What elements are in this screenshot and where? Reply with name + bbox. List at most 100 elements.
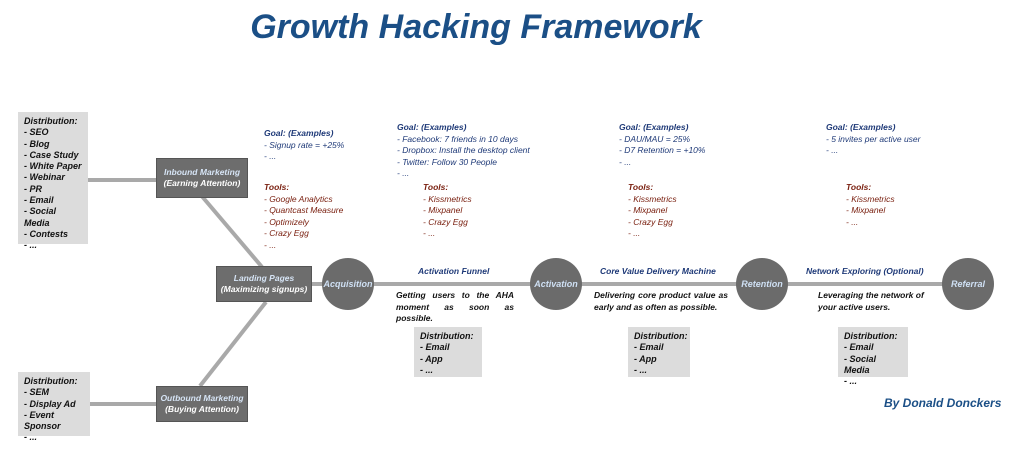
outbound-distribution-box: Distribution: - SEM - Display Ad - Event… bbox=[18, 372, 90, 442]
outbound-marketing-title: Outbound Marketing bbox=[160, 393, 244, 403]
stage-retention: Retention bbox=[736, 258, 788, 310]
retention-goal: Goal: (Examples) - DAU/MAU = 25% - D7 Re… bbox=[619, 122, 705, 168]
activation-tools: Tools: - Kissmetrics - Mixpanel - Crazy … bbox=[423, 182, 472, 240]
goal-heading: Goal: (Examples) bbox=[264, 128, 334, 138]
list-item: - Optimizely bbox=[264, 216, 309, 227]
core-value-label: Core Value Delivery Machine bbox=[600, 266, 716, 276]
tools-heading: Tools: bbox=[264, 182, 290, 192]
list-item: - White Paper bbox=[24, 161, 82, 172]
activation-funnel-label: Activation Funnel bbox=[418, 266, 490, 276]
tools-heading: Tools: bbox=[423, 182, 449, 192]
acquisition-goal: Goal: (Examples) - Signup rate = +25% - … bbox=[264, 128, 344, 163]
list-item: - Kissmetrics bbox=[628, 193, 677, 204]
network-exploring-description: Leveraging the network of your active us… bbox=[818, 290, 924, 312]
retention-tools: Tools: - Kissmetrics - Mixpanel - Crazy … bbox=[628, 182, 677, 240]
distribution-heading: Distribution: bbox=[634, 331, 688, 341]
inbound-distribution-box: Distribution: - SEO - Blog - Case Study … bbox=[18, 112, 88, 250]
list-item: - Event Sponsor bbox=[24, 409, 61, 432]
list-item: - Crazy Egg bbox=[423, 216, 468, 227]
list-item: - Email bbox=[420, 342, 450, 353]
referral-goal: Goal: (Examples) - 5 invites per active … bbox=[826, 122, 920, 157]
list-item: - App bbox=[420, 353, 443, 364]
list-item: - Crazy Egg bbox=[264, 228, 309, 238]
list-item: - PR bbox=[24, 183, 42, 194]
list-item: - Display Ad bbox=[24, 398, 76, 409]
landing-pages-node: Landing Pages (Maximizing signups) bbox=[216, 266, 312, 302]
list-item: - ... bbox=[844, 376, 857, 387]
list-item: - Webinar bbox=[24, 172, 65, 183]
list-item: - Email bbox=[634, 342, 664, 353]
list-item: - Dropbox: Install the desktop client bbox=[397, 145, 530, 155]
list-item: - Mixpanel bbox=[423, 205, 463, 215]
list-item: - ... bbox=[264, 239, 277, 250]
tools-heading: Tools: bbox=[628, 182, 654, 192]
list-item: - D7 Retention = +10% bbox=[619, 145, 706, 155]
list-item: - ... bbox=[846, 216, 859, 227]
list-item: - Mixpanel bbox=[628, 205, 668, 215]
referral-distribution-box: Distribution: - Email - Social Media - .… bbox=[838, 327, 908, 386]
outbound-distribution-heading: Distribution: bbox=[24, 376, 78, 386]
referral-tools: Tools: - Kissmetrics - Mixpanel - ... bbox=[846, 182, 895, 228]
list-item: - 5 invites per active user bbox=[826, 133, 921, 144]
inbound-marketing-title: Inbound Marketing bbox=[163, 167, 241, 177]
list-item: - Email bbox=[24, 195, 54, 206]
list-item: - Facebook: 7 friends in 10 days bbox=[397, 133, 518, 144]
goal-heading: Goal: (Examples) bbox=[619, 122, 689, 132]
list-item: - Crazy Egg bbox=[628, 216, 673, 227]
list-item: - Social Media bbox=[844, 353, 877, 375]
list-item: - Case Study bbox=[24, 149, 79, 160]
distribution-heading: Distribution: bbox=[844, 331, 898, 341]
stage-activation: Activation bbox=[530, 258, 582, 310]
list-item: - SEM bbox=[24, 387, 50, 398]
list-item: - ... bbox=[397, 168, 410, 178]
activation-distribution-box: Distribution: - Email - App - ... bbox=[414, 327, 482, 377]
outbound-marketing-subtitle: (Buying Attention) bbox=[165, 404, 239, 414]
acquisition-tools: Tools: - Google Analytics - Quantcast Me… bbox=[264, 182, 343, 251]
list-item: - ... bbox=[24, 240, 37, 251]
network-exploring-label: Network Exploring (Optional) bbox=[806, 266, 924, 276]
outbound-marketing-node: Outbound Marketing (Buying Attention) bbox=[156, 386, 248, 422]
activation-goal: Goal: (Examples) - Facebook: 7 friends i… bbox=[397, 122, 530, 180]
list-item: - Kissmetrics bbox=[846, 193, 895, 204]
distribution-heading: Distribution: bbox=[420, 331, 474, 341]
list-item: - Email bbox=[844, 342, 874, 353]
list-item: - ... bbox=[24, 432, 37, 443]
list-item: - Blog bbox=[24, 138, 50, 149]
list-item: - Quantcast Measure bbox=[264, 205, 344, 215]
list-item: - ... bbox=[826, 145, 839, 155]
list-item: - ... bbox=[634, 364, 647, 375]
author-credit: By Donald Donckers bbox=[884, 396, 1002, 410]
core-value-description: Delivering core product value as early a… bbox=[594, 290, 728, 312]
list-item: - DAU/MAU = 25% bbox=[619, 133, 691, 144]
list-item: - ... bbox=[423, 228, 436, 238]
list-item: - Contests bbox=[24, 228, 69, 239]
line-inbound-landing bbox=[198, 192, 264, 269]
goal-heading: Goal: (Examples) bbox=[397, 122, 467, 132]
list-item: - ... bbox=[628, 228, 641, 238]
list-item: - SEO bbox=[24, 127, 49, 138]
tools-heading: Tools: bbox=[846, 182, 872, 192]
list-item: - App bbox=[634, 353, 657, 364]
list-item: - Twitter: Follow 30 People bbox=[397, 156, 497, 167]
activation-funnel-description: Getting users to the AHA moment as soon … bbox=[396, 290, 514, 323]
list-item: - Kissmetrics bbox=[423, 193, 472, 204]
list-item: - ... bbox=[420, 364, 433, 375]
list-item: - Signup rate = +25% bbox=[264, 139, 345, 150]
list-item: - Social Media bbox=[24, 206, 57, 228]
list-item: - Mixpanel bbox=[846, 205, 886, 215]
list-item: - ... bbox=[264, 151, 277, 161]
inbound-distribution-heading: Distribution: bbox=[24, 116, 78, 126]
list-item: - ... bbox=[619, 156, 632, 167]
list-item: - Google Analytics bbox=[264, 193, 333, 204]
stage-acquisition: Acquisition bbox=[322, 258, 374, 310]
landing-pages-title: Landing Pages bbox=[233, 273, 295, 283]
line-outbound-landing bbox=[198, 300, 268, 388]
stage-referral: Referral bbox=[942, 258, 994, 310]
goal-heading: Goal: (Examples) bbox=[826, 122, 896, 132]
retention-distribution-box: Distribution: - Email - App - ... bbox=[628, 327, 690, 377]
inbound-marketing-node: Inbound Marketing (Earning Attention) bbox=[156, 158, 248, 198]
inbound-marketing-subtitle: (Earning Attention) bbox=[163, 178, 241, 188]
page-title: Growth Hacking Framework bbox=[250, 8, 702, 46]
landing-pages-subtitle: (Maximizing signups) bbox=[220, 284, 308, 294]
